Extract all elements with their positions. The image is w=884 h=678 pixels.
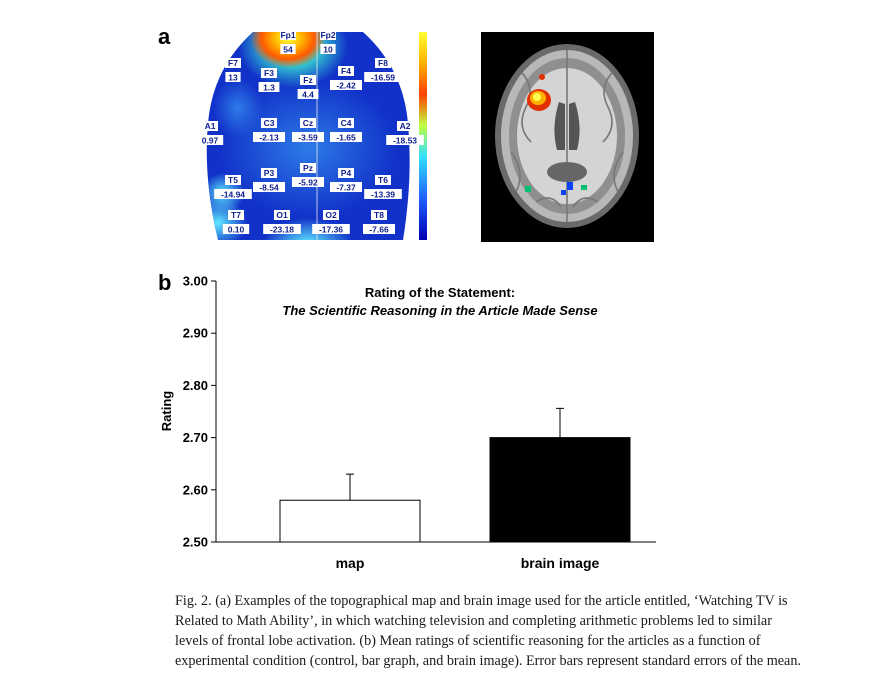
electrode-value: 0.10 — [228, 225, 245, 235]
electrode-value: -7.66 — [369, 225, 389, 235]
electrode-t7: T7 0.10 — [222, 210, 250, 235]
brain-image — [481, 32, 654, 242]
electrode-value: 1.3 — [263, 83, 275, 93]
bar-brain-image — [489, 437, 631, 543]
electrode-name: Fz — [303, 75, 312, 85]
electrode-c4: C4 -1.65 — [330, 118, 362, 143]
electrode-f7: F7 13 — [225, 58, 241, 83]
electrode-name: F3 — [264, 68, 274, 78]
electrode-value: -3.59 — [298, 133, 318, 143]
electrode-value: -7.37 — [336, 183, 356, 193]
y-tick-label: 2.50 — [183, 535, 208, 550]
electrode-o2: O2 -17.36 — [312, 210, 350, 235]
electrode-f4: F4 -2.42 — [330, 66, 362, 91]
electrode-name: F7 — [228, 58, 238, 68]
electrode-o1: O1 -23.18 — [263, 210, 301, 235]
electrode-fp1: Fp1 54 — [280, 30, 296, 55]
electrode-p3: P3 -8.54 — [253, 168, 285, 193]
electrode-name: A2 — [400, 121, 411, 131]
bar-map — [279, 499, 421, 543]
electrode-name: T8 — [374, 210, 384, 220]
electrode-value: -18.53 — [393, 136, 417, 146]
electrode-fp2: Fp2 10 — [320, 30, 336, 55]
electrode-name: O2 — [325, 210, 337, 220]
electrode-name: Fp2 — [320, 30, 335, 40]
panel-a-label: a — [158, 24, 171, 49]
y-tick-label: 2.60 — [183, 482, 208, 497]
electrode-name: C3 — [264, 118, 275, 128]
electrode-p4: P4 -7.37 — [330, 168, 362, 193]
category-label: map — [336, 555, 365, 571]
electrode-value: -23.18 — [270, 225, 294, 235]
bar-chart: Rating of the Statement: The Scientific … — [159, 274, 656, 571]
y-tick-label: 2.70 — [183, 430, 208, 445]
electrode-value: 10 — [323, 45, 333, 55]
electrode-name: P4 — [341, 168, 352, 178]
electrode-t5: T5 -14.94 — [214, 175, 252, 200]
electrode-name: Fp1 — [280, 30, 295, 40]
electrode-cz: Cz -3.59 — [292, 118, 324, 143]
electrode-name: A1 — [205, 121, 216, 131]
electrode-name: Pz — [303, 163, 313, 173]
panel-b-label: b — [158, 270, 172, 295]
y-axis-label: Rating — [159, 391, 174, 432]
electrode-a2: A2 -18.53 — [386, 121, 424, 146]
electrode-fz: Fz 4.4 — [297, 75, 319, 100]
electrode-pz: Pz -5.92 — [292, 163, 324, 188]
electrode-value: -2.13 — [259, 133, 279, 143]
electrode-value: 4.4 — [302, 90, 314, 100]
electrode-value: 0.97 — [202, 136, 219, 146]
electrode-value: -13.39 — [371, 190, 395, 200]
electrode-value: -2.42 — [336, 81, 356, 91]
electrode-a1: A1 0.97 — [198, 121, 224, 146]
electrode-value: -16.59 — [371, 73, 395, 83]
electrode-name: F8 — [378, 58, 388, 68]
electrode-value: 13 — [228, 73, 238, 83]
electrode-name: C4 — [341, 118, 352, 128]
electrode-value: 54 — [283, 45, 293, 55]
electrode-t6: T6 -13.39 — [364, 175, 402, 200]
electrode-f3: F3 1.3 — [258, 68, 280, 93]
electrode-name: F4 — [341, 66, 351, 76]
electrode-value: -17.36 — [319, 225, 343, 235]
y-tick-label: 2.80 — [183, 378, 208, 393]
electrode-name: Cz — [303, 118, 313, 128]
y-tick-label: 2.90 — [183, 326, 208, 341]
electrode-name: T5 — [228, 175, 238, 185]
electrode-f8: F8 -16.59 — [364, 58, 402, 83]
electrode-name: T6 — [378, 175, 388, 185]
category-label: brain image — [521, 555, 600, 571]
electrode-value: -14.94 — [221, 190, 245, 200]
electrode-name: O1 — [276, 210, 288, 220]
electrode-value: -8.54 — [259, 183, 279, 193]
chart-title: Rating of the Statement: — [365, 285, 515, 300]
electrode-t8: T8 -7.66 — [363, 210, 395, 235]
electrode-name: T7 — [231, 210, 241, 220]
electrode-c3: C3 -2.13 — [253, 118, 285, 143]
electrode-name: P3 — [264, 168, 275, 178]
y-tick-label: 3.00 — [183, 274, 208, 289]
figure-caption: Fig. 2. (a) Examples of the topographica… — [175, 593, 801, 669]
electrode-value: -5.92 — [298, 178, 318, 188]
chart-subtitle: The Scientific Reasoning in the Article … — [282, 303, 597, 318]
electrode-value: -1.65 — [336, 133, 356, 143]
